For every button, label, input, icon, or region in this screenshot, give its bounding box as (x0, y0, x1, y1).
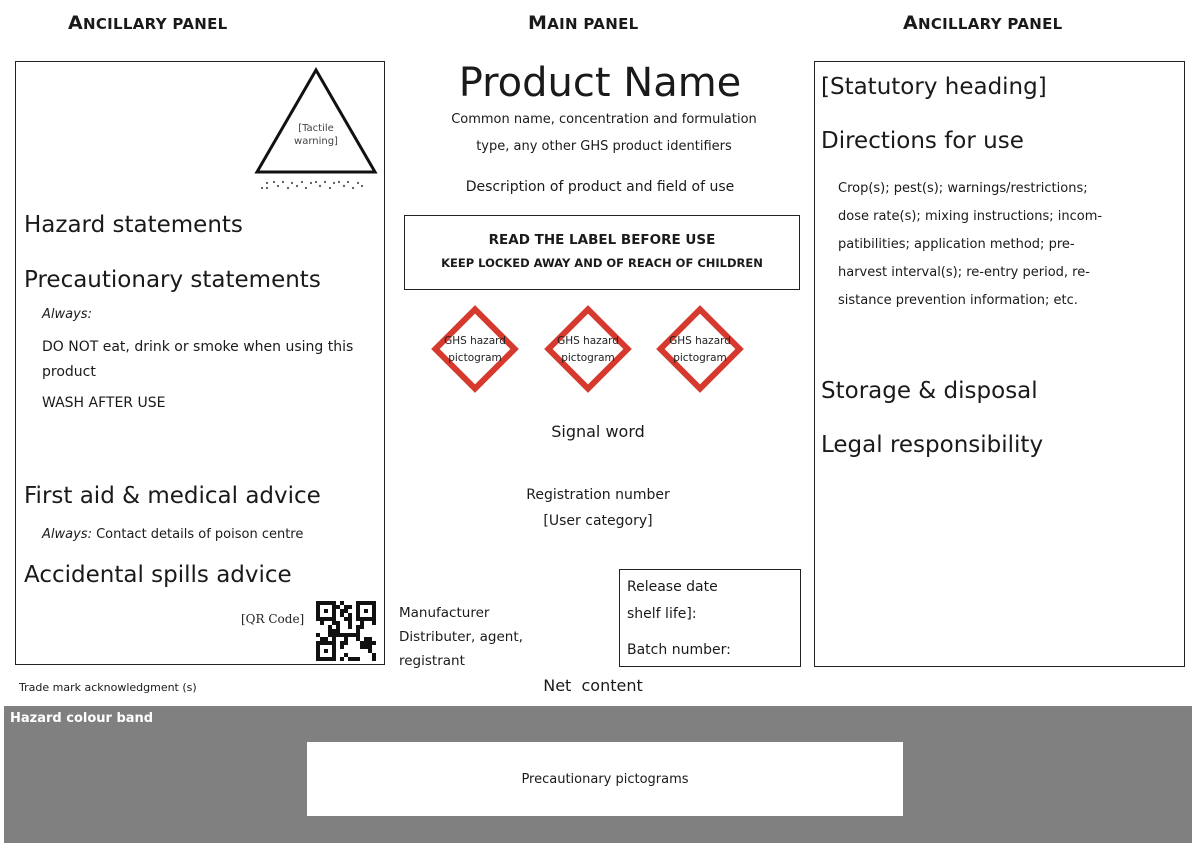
product-name-title: Product Name (458, 60, 742, 106)
first-aid-heading: First aid & medical advice (24, 483, 321, 509)
read-label-warning: READ THE LABEL BEFORE USE (488, 232, 716, 248)
product-description: Description of product and field of use (465, 179, 735, 195)
left-ancillary-panel: [Tactile warning] Hazard statements Prec… (15, 61, 385, 665)
precautionary-pictograms-box: Precautionary pictograms (307, 742, 903, 816)
do-not-eat-statement: DO NOT eat, drink or smoke when using th… (42, 339, 354, 380)
statutory-heading: [Statutory heading] (821, 74, 1047, 100)
poison-centre-statement: Always: Contact details of poison centre (42, 527, 304, 542)
manufacturer-info: Manufacturer Distributer, agent, registr… (399, 605, 523, 669)
hazard-statements-heading: Hazard statements (24, 212, 243, 238)
right-panel-header: ANCILLARY PANEL (903, 12, 1063, 34)
registration-number: Registration number [User category] (526, 487, 670, 529)
release-batch-box: Release date shelf life]: Batch number: (619, 569, 801, 667)
qr-code-label: [QR Code] (241, 612, 305, 626)
hazard-colour-band: Hazard colour band Precautionary pictogr… (4, 706, 1192, 843)
legal-responsibility-heading: Legal responsibility (821, 432, 1044, 458)
hazard-colour-band-label: Hazard colour band (10, 711, 154, 726)
net-content: Net content (543, 676, 643, 695)
tactile-warning-triangle-icon (254, 67, 378, 174)
braille-dots-icon (260, 180, 364, 190)
precautionary-pictograms-label: Precautionary pictograms (521, 772, 689, 787)
common-name-description: Common name, concentration and formulati… (451, 112, 757, 154)
directions-for-use-heading: Directions for use (821, 128, 1024, 154)
always-label: Always: (42, 307, 92, 322)
keep-locked-warning: KEEP LOCKED AWAY AND OF REACH OF CHILDRE… (441, 256, 763, 270)
storage-disposal-heading: Storage & disposal (821, 378, 1038, 404)
left-panel-header: ANCILLARY PANEL (68, 12, 228, 34)
right-ancillary-panel: [Statutory heading] Directions for use C… (814, 61, 1185, 667)
qr-code-icon (316, 601, 376, 661)
signal-word: Signal word (551, 422, 645, 441)
trade-mark-acknowledgment: Trade mark acknowledgment (s) (19, 681, 197, 694)
precautionary-statements-heading: Precautionary statements (24, 267, 321, 293)
accidental-spills-heading: Accidental spills advice (24, 562, 292, 588)
tactile-warning-label: [Tactile warning] (294, 123, 338, 147)
main-panel-header: MAIN PANEL (528, 12, 639, 34)
warning-box: READ THE LABEL BEFORE USE KEEP LOCKED AW… (404, 215, 800, 290)
wash-after-use-statement: WASH AFTER USE (42, 395, 166, 411)
directions-details: Crop(s); pest(s); warnings/restrictions;… (838, 181, 1103, 308)
